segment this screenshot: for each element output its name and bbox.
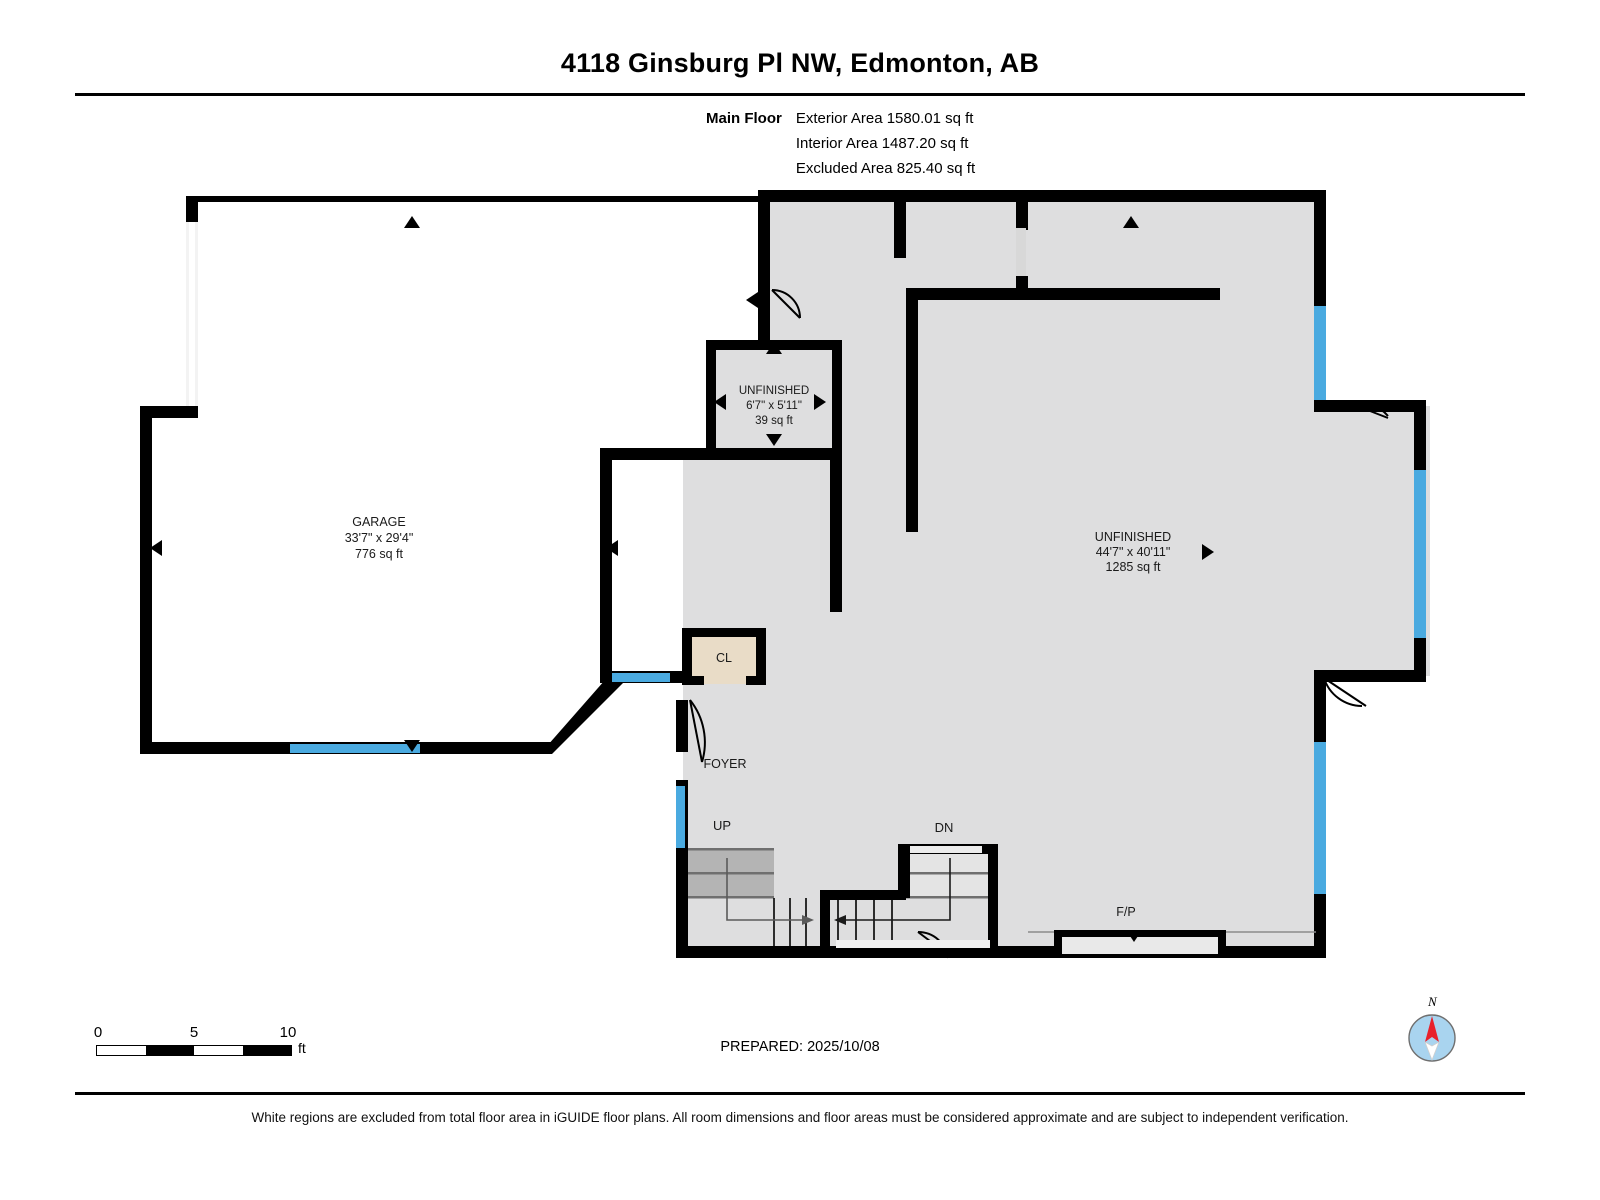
fireplace-label: F/P — [1116, 905, 1135, 919]
prepared-date: PREPARED: 2025/10/08 — [720, 1039, 880, 1055]
scale-seg-2 — [145, 1046, 194, 1055]
unfinished-small-dimensions: 6'7" x 5'11" — [746, 400, 802, 412]
compass-rose: N — [1398, 994, 1466, 1064]
stair-up-label: UP — [713, 818, 731, 833]
room-label-unfinished-large: UNFINISHED 44'7" x 40'11" 1285 sq ft — [1095, 530, 1171, 574]
room-label-unfinished-small: UNFINISHED 6'7" x 5'11" 39 sq ft — [739, 385, 809, 427]
garage-dimensions: 33'7" x 29'4" — [345, 531, 414, 545]
disclaimer-text: White regions are excluded from total fl… — [251, 1110, 1349, 1125]
interior-area-text: Interior Area 1487.20 sq ft — [795, 135, 969, 152]
stair-down-label: DN — [935, 820, 954, 835]
closet-cl: CL — [682, 628, 766, 685]
scale-tick-0: 0 — [93, 1024, 103, 1041]
compass-north-label: N — [1428, 994, 1437, 1009]
room-label-garage: GARAGE 33'7" x 29'4" 776 sq ft — [345, 515, 414, 561]
stair-down: DN — [820, 820, 998, 948]
scale-bar-graphic — [96, 1045, 292, 1056]
unfinished-large-dimensions: 44'7" x 40'11" — [1096, 545, 1171, 559]
garage-name: GARAGE — [352, 515, 406, 529]
unfinished-small-name: UNFINISHED — [739, 385, 809, 397]
floor-label: Main Floor — [706, 110, 782, 127]
floor-summary: Main Floor Exterior Area 1580.01 sq ft I… — [706, 106, 975, 181]
foyer-label: FOYER — [703, 757, 746, 771]
scale-seg-4 — [242, 1046, 291, 1055]
unfinished-small-area: 39 sq ft — [755, 415, 794, 427]
excluded-area-text: Excluded Area 825.40 sq ft — [795, 160, 976, 177]
garage-area: 776 sq ft — [355, 547, 403, 561]
scale-unit-label: ft — [298, 1040, 306, 1056]
door-swings — [689, 289, 1389, 959]
stair-up: UP — [688, 818, 823, 946]
scale-tick-labels: 0 5 10 — [93, 1024, 297, 1042]
fireplace: F/P — [1028, 905, 1316, 954]
scale-tick-10: 10 — [279, 1024, 297, 1041]
garage-outline — [140, 196, 770, 754]
scale-tick-5: 5 — [189, 1024, 199, 1041]
title-divider — [75, 93, 1525, 96]
unfinished-large-name: UNFINISHED — [1095, 530, 1171, 544]
unfinished-large-area: 1285 sq ft — [1106, 560, 1161, 574]
scale-bar-widget: 0 5 10 ft — [93, 1024, 306, 1056]
exterior-area-text: Exterior Area 1580.01 sq ft — [795, 110, 974, 127]
area-list: Exterior Area 1580.01 sq ft Interior Are… — [796, 106, 975, 181]
closet-label: CL — [716, 651, 732, 665]
compass-icon — [1408, 1014, 1456, 1062]
dimension-arrows — [150, 216, 1214, 942]
page-title: 4118 Ginsburg Pl NW, Edmonton, AB — [560, 48, 1040, 78]
footer-divider — [75, 1092, 1525, 1095]
interior-partitions — [894, 196, 1220, 532]
